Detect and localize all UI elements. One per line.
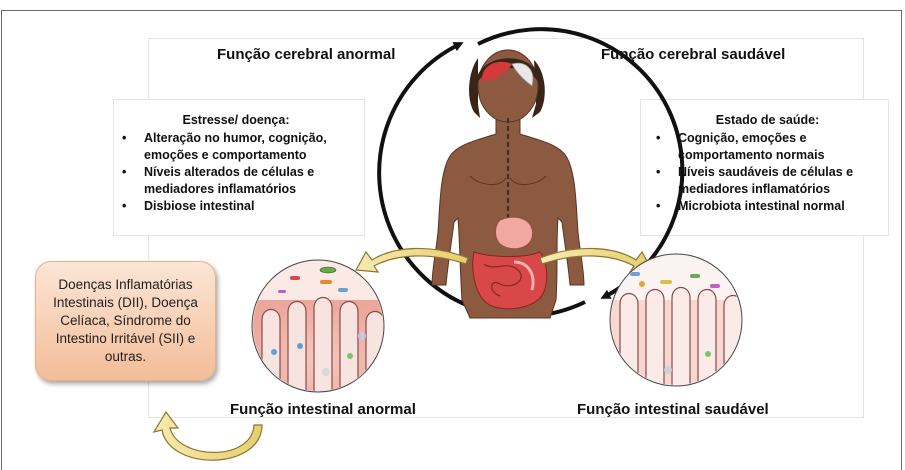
stress-item-mood: Alteração no humor, cognição, emoções e … [116,130,356,164]
stress-list: Alteração no humor, cognição, emoções e … [116,130,356,215]
health-item-microbiota: Microbiota intestinal normal [650,198,885,215]
health-box-title: Estado de saúde: [650,112,885,129]
heading-gut-abnormal: Função intestinal anormal [230,401,416,418]
health-box: Estado de saúde: Cognição, emoções e com… [650,112,885,215]
stress-item-inflammation: Níveis alterados de células e mediadores… [116,164,356,198]
stress-item-dysbiosis: Disbiose intestinal [116,198,356,215]
disease-box-text: Doenças Inflamatórias Intestinais (DII),… [36,276,215,366]
abnormal-gut-circle [250,260,390,400]
health-list: Cognição, emoções e comportamento normai… [650,130,885,215]
stress-box: Estresse/ doença: Alteração no humor, co… [116,112,356,215]
disease-box: Doenças Inflamatórias Intestinais (DII),… [35,261,216,381]
human-figure [432,50,584,318]
heading-gut-healthy: Função intestinal saudável [577,401,769,418]
heading-brain-healthy: Função cerebral saudável [601,46,785,63]
stress-box-title: Estresse/ doença: [116,112,356,129]
healthy-gut-circle [608,254,748,390]
health-item-inflammation: Níveis saudáveis de células e mediadores… [650,164,885,198]
heading-brain-abnormal: Função cerebral anormal [217,46,395,63]
health-item-cognition: Cognição, emoções e comportamento normai… [650,130,885,164]
